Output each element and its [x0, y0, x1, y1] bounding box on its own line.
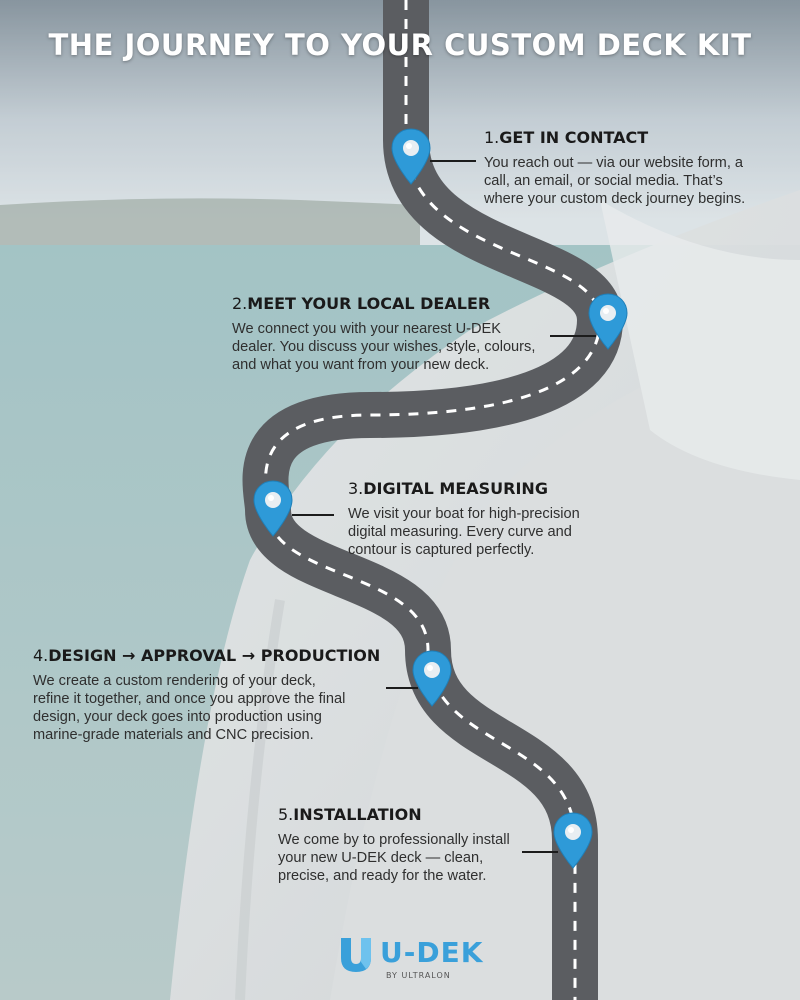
map-pin-icon [412, 650, 452, 707]
brand-name: U-DEK [380, 936, 484, 969]
step-connector [386, 687, 418, 689]
map-pin-icon [253, 480, 293, 537]
step-heading: 3.DIGITAL MEASURING [348, 479, 548, 498]
u-dek-logo-icon [341, 938, 371, 972]
brand-tagline: BY ULTRALON [386, 971, 451, 980]
step-heading: 1.GET IN CONTACT [484, 128, 649, 147]
map-pin-icon [588, 293, 628, 350]
step-connector [522, 851, 558, 853]
page-title: THE JOURNEY TO YOUR CUSTOM DECK KIT [48, 28, 752, 62]
map-pin-icon [553, 812, 593, 869]
step-meet-your-local-dealer: 2.MEET YOUR LOCAL DEALER We connect you … [232, 294, 535, 374]
step-installation: 5.INSTALLATION We come by to professiona… [278, 805, 510, 885]
map-pin-icon [391, 128, 431, 185]
step-heading: 5.INSTALLATION [278, 805, 422, 824]
step-connector [430, 160, 476, 162]
step-design-approval-production: 4.DESIGN → APPROVAL → PRODUCTION We crea… [33, 646, 380, 744]
brand-logo: U-DEK BY ULTRALON [338, 934, 498, 984]
step-digital-measuring: 3.DIGITAL MEASURING We visit your boat f… [348, 479, 580, 559]
step-connector [292, 514, 334, 516]
step-heading: 4.DESIGN → APPROVAL → PRODUCTION [33, 646, 381, 665]
step-connector [550, 335, 596, 337]
step-description: We create a custom rendering of your dec… [33, 673, 346, 743]
step-get-in-contact: 1.GET IN CONTACT You reach out — via our… [484, 128, 745, 208]
step-heading: 2.MEET YOUR LOCAL DEALER [232, 294, 491, 313]
